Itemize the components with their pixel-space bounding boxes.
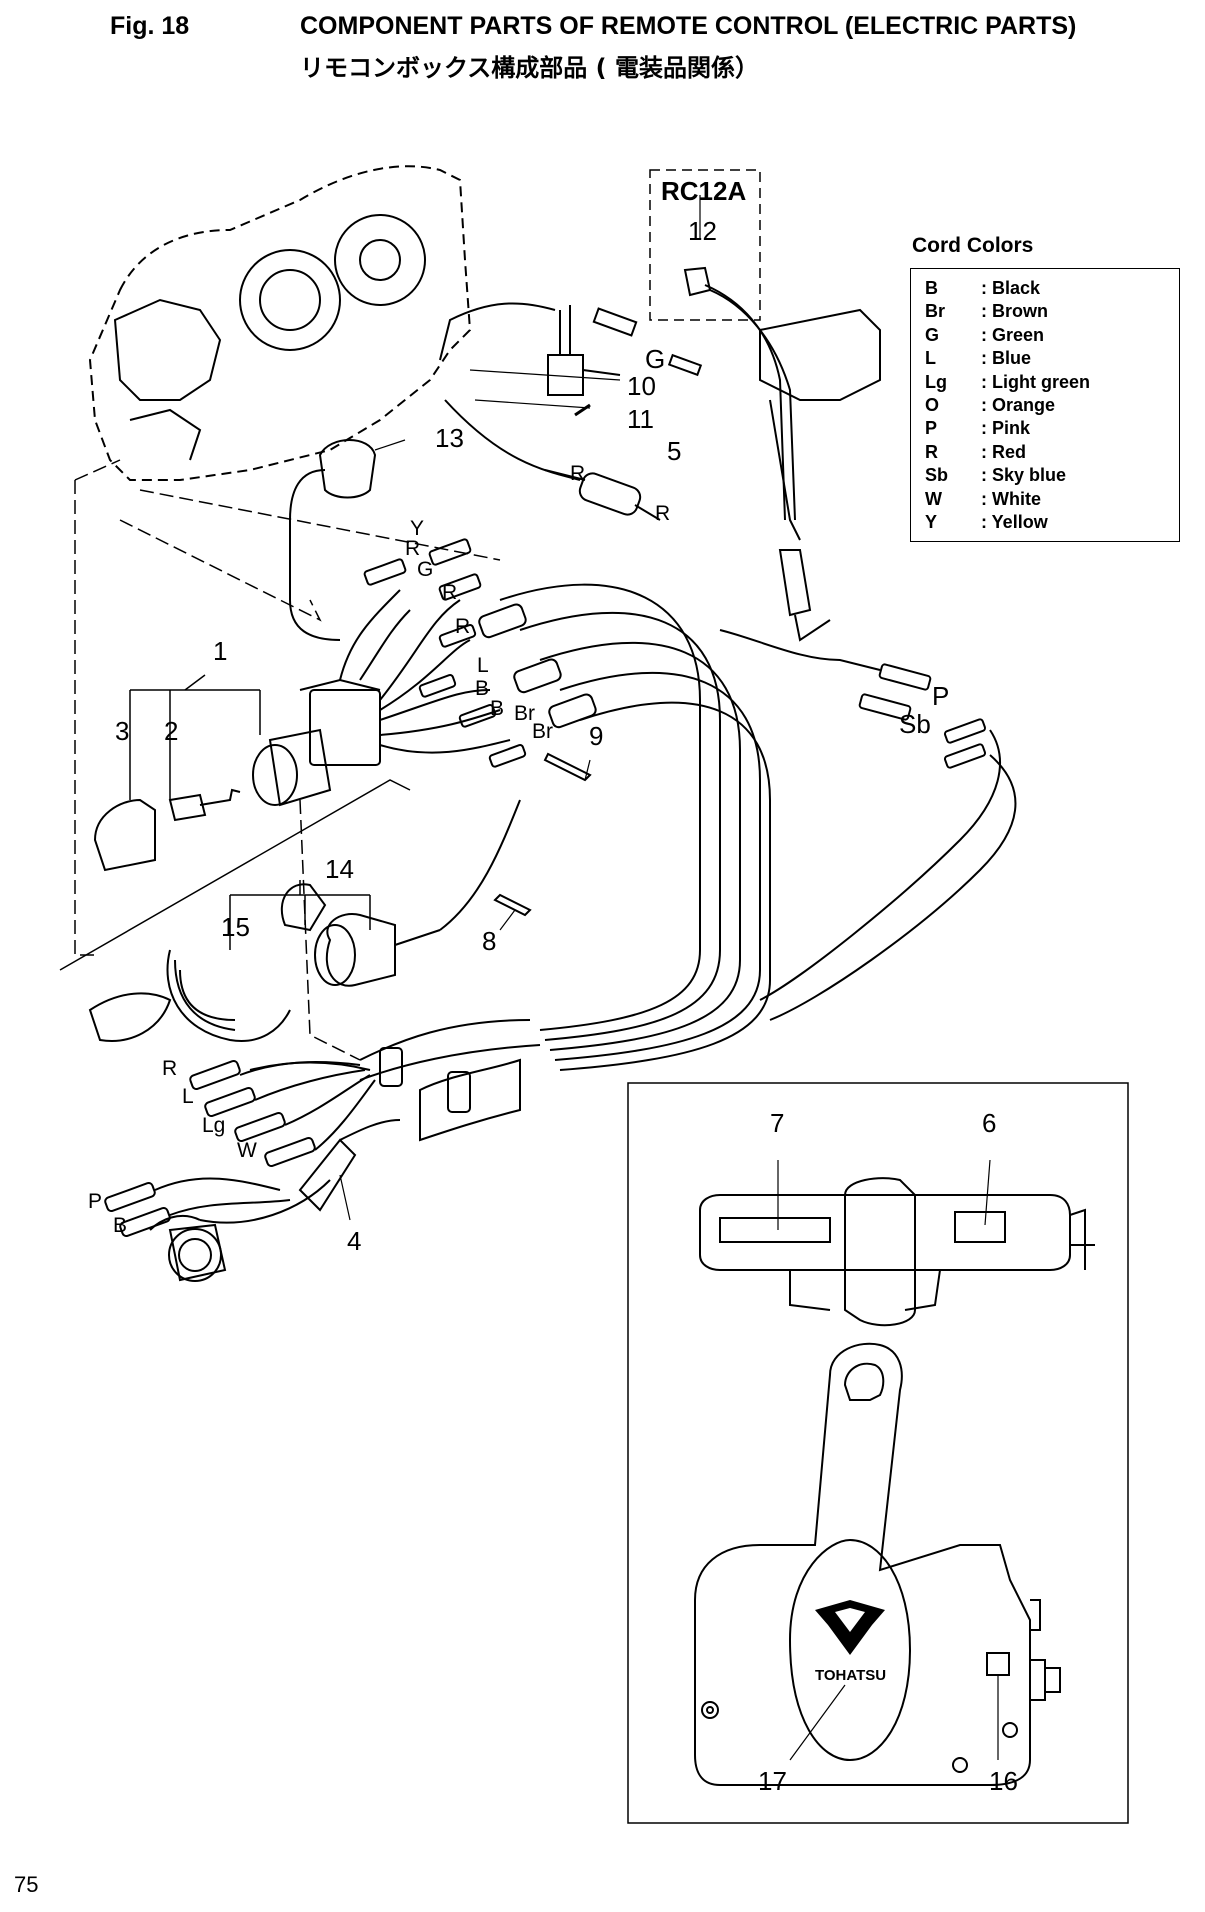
wire-code-harness-w: W bbox=[237, 1139, 257, 1162]
inset-frame bbox=[627, 1082, 1129, 1824]
wire-code-g-top: G bbox=[645, 344, 665, 374]
legend-code: R bbox=[925, 441, 938, 462]
brand-wordmark: TOHATSU bbox=[815, 1667, 886, 1684]
callout-5: 5 bbox=[667, 436, 681, 466]
legend-row: Sb : Sky blue bbox=[925, 464, 1179, 487]
wire-code-r-switch: R bbox=[655, 502, 670, 525]
legend-color-name: : Green bbox=[981, 324, 1045, 345]
callout-10: 10 bbox=[627, 371, 656, 401]
callout-7: 7 bbox=[770, 1108, 784, 1138]
wire-code-harness-l: L bbox=[182, 1085, 194, 1108]
wire-code-r-top: R bbox=[570, 462, 585, 485]
legend-row: G : Green bbox=[925, 324, 1179, 347]
rc12a-dashed-box bbox=[649, 169, 761, 321]
figure-number: Fig. 18 bbox=[110, 12, 190, 40]
legend-color-name: : Sky blue bbox=[981, 465, 1067, 486]
wire-code-sb: Sb bbox=[899, 709, 931, 739]
wire-code-b1: B bbox=[475, 677, 489, 700]
legend-color-name: : Pink bbox=[981, 418, 1031, 439]
page-number: 75 bbox=[14, 1872, 39, 1897]
callout-2: 2 bbox=[164, 716, 178, 746]
legend-code: Br bbox=[925, 301, 946, 322]
wire-code-br2: Br bbox=[532, 720, 553, 743]
wire-code-p: P bbox=[932, 681, 949, 711]
legend-code: B bbox=[925, 278, 938, 298]
legend-code: Y bbox=[925, 512, 938, 533]
legend-color-name: : Orange bbox=[981, 395, 1056, 416]
legend-code: O bbox=[925, 395, 940, 416]
wire-code-b2: B bbox=[490, 697, 504, 720]
callout-11: 11 bbox=[627, 404, 654, 434]
model-tag: RC12A bbox=[661, 176, 746, 206]
legend-row: P : Pink bbox=[925, 417, 1179, 440]
wire-code-harness-p: P bbox=[88, 1190, 102, 1213]
legend-code: L bbox=[925, 348, 936, 369]
legend-title: Cord Colors bbox=[912, 234, 1034, 257]
legend-row: W : White bbox=[925, 488, 1179, 511]
legend-code: Sb bbox=[925, 465, 949, 486]
legend-code: G bbox=[925, 324, 940, 345]
legend-row: R : Red bbox=[925, 441, 1179, 464]
legend-code: P bbox=[925, 418, 938, 439]
legend-color-name: : Brown bbox=[981, 301, 1048, 322]
legend-color-name: : Yellow bbox=[981, 512, 1048, 533]
housing-outline bbox=[88, 165, 472, 481]
page-title: COMPONENT PARTS OF REMOTE CONTROL (ELECT… bbox=[300, 12, 1077, 40]
wire-code-harness-r: R bbox=[162, 1057, 177, 1080]
legend-color-name: : Light green bbox=[981, 371, 1090, 392]
callout-4: 4 bbox=[347, 1226, 361, 1256]
callout-13: 13 bbox=[435, 423, 464, 453]
callout-17: 17 bbox=[758, 1766, 787, 1796]
wire-code-harness-b: B bbox=[113, 1214, 127, 1237]
callout-8: 8 bbox=[482, 926, 496, 956]
legend-row: B : Black bbox=[925, 277, 1179, 300]
legend-color-name: : Red bbox=[981, 441, 1026, 462]
legend-row: O : Orange bbox=[925, 394, 1179, 417]
legend-color-name: : Black bbox=[981, 278, 1041, 298]
legend-color-name: : White bbox=[981, 488, 1041, 509]
control-side-view bbox=[694, 1342, 1031, 1786]
legend-row: L : Blue bbox=[925, 347, 1179, 370]
wire-code-br1: Br bbox=[514, 702, 535, 725]
callout-6: 6 bbox=[982, 1108, 996, 1138]
callout-12: 12 bbox=[688, 216, 717, 246]
legend-color-name: : Blue bbox=[981, 348, 1032, 369]
page-title-japanese: リモコンボックス構成部品 ( 電装品関係） bbox=[300, 54, 759, 82]
callout-14: 14 bbox=[325, 854, 354, 884]
wire-code-r2: R bbox=[442, 581, 457, 604]
callout-9: 9 bbox=[589, 721, 603, 751]
wire-code-harness-lg: Lg bbox=[202, 1114, 225, 1137]
wire-code-r3: R bbox=[455, 615, 470, 638]
legend-row: Br : Brown bbox=[925, 300, 1179, 323]
callout-1: 1 bbox=[213, 636, 227, 666]
wire-code-g-mid: G bbox=[417, 558, 433, 581]
callout-16: 16 bbox=[989, 1766, 1018, 1796]
legend-code: W bbox=[925, 488, 942, 509]
callout-3: 3 bbox=[115, 716, 129, 746]
legend-row: Lg : Light green bbox=[925, 371, 1179, 394]
legend-row: Y : Yellow bbox=[925, 511, 1179, 534]
wire-code-l: L bbox=[477, 654, 489, 677]
callout-15: 15 bbox=[221, 912, 250, 942]
legend-code: Lg bbox=[925, 371, 947, 392]
key-switch-body bbox=[309, 689, 381, 766]
wire-code-r1: R bbox=[405, 537, 420, 560]
wire-code-y: Y bbox=[410, 517, 424, 540]
